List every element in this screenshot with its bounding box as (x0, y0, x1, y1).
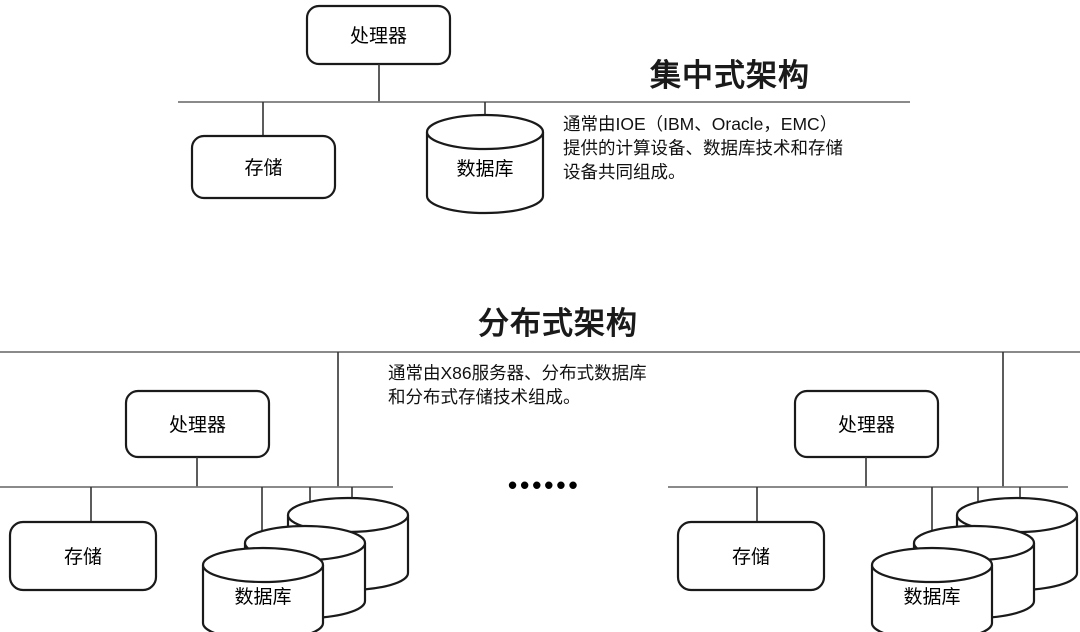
cluster-left-processor-node: 处理器 (124, 389, 271, 459)
cluster-right-storage-node: 存储 (676, 520, 826, 592)
database-label: 数据库 (903, 586, 960, 608)
processor-label: 处理器 (350, 25, 407, 47)
processor-label: 处理器 (169, 414, 226, 436)
database-cylinder-body (870, 565, 994, 632)
database-cylinder-top (870, 546, 994, 584)
storage-label: 存储 (244, 157, 282, 179)
database-label: 数据库 (234, 586, 291, 608)
distributed-architecture-title: 分布式架构 (478, 306, 638, 341)
database-cylinder-body (425, 132, 545, 215)
centralized-storage-node: 存储 (190, 134, 337, 200)
database-cylinder-top (425, 113, 545, 151)
centralized-database-node: 数据库 (425, 113, 545, 215)
centralized-processor-node: 处理器 (305, 4, 452, 66)
cluster-left-storage-node: 存储 (8, 520, 158, 592)
cluster-ellipsis: •••••• (508, 470, 581, 500)
centralized-architecture-description: 通常由IOE（IBM、Oracle，EMC） 提供的计算设备、数据库技术和存储 … (563, 114, 843, 182)
processor-label: 处理器 (838, 414, 895, 436)
cluster-right-processor-node: 处理器 (793, 389, 940, 459)
distributed-architecture-description: 通常由X86服务器、分布式数据库 和分布式存储技术组成。 (388, 363, 647, 407)
storage-label: 存储 (732, 546, 770, 568)
storage-label: 存储 (64, 546, 102, 568)
database-cylinder-body (201, 565, 325, 632)
cluster-left-database-front: 数据库 (201, 546, 325, 632)
storage-box-shape (676, 520, 826, 592)
cluster-left: 处理器 存储 (0, 389, 410, 632)
database-label: 数据库 (456, 158, 513, 180)
storage-box-shape (8, 520, 158, 592)
storage-box-shape (190, 134, 337, 200)
database-cylinder-top (201, 546, 325, 584)
centralized-architecture-title: 集中式架构 (650, 58, 810, 93)
cluster-right-database-front: 数据库 (870, 546, 994, 632)
cluster-right: 处理器 存储 (668, 389, 1079, 632)
